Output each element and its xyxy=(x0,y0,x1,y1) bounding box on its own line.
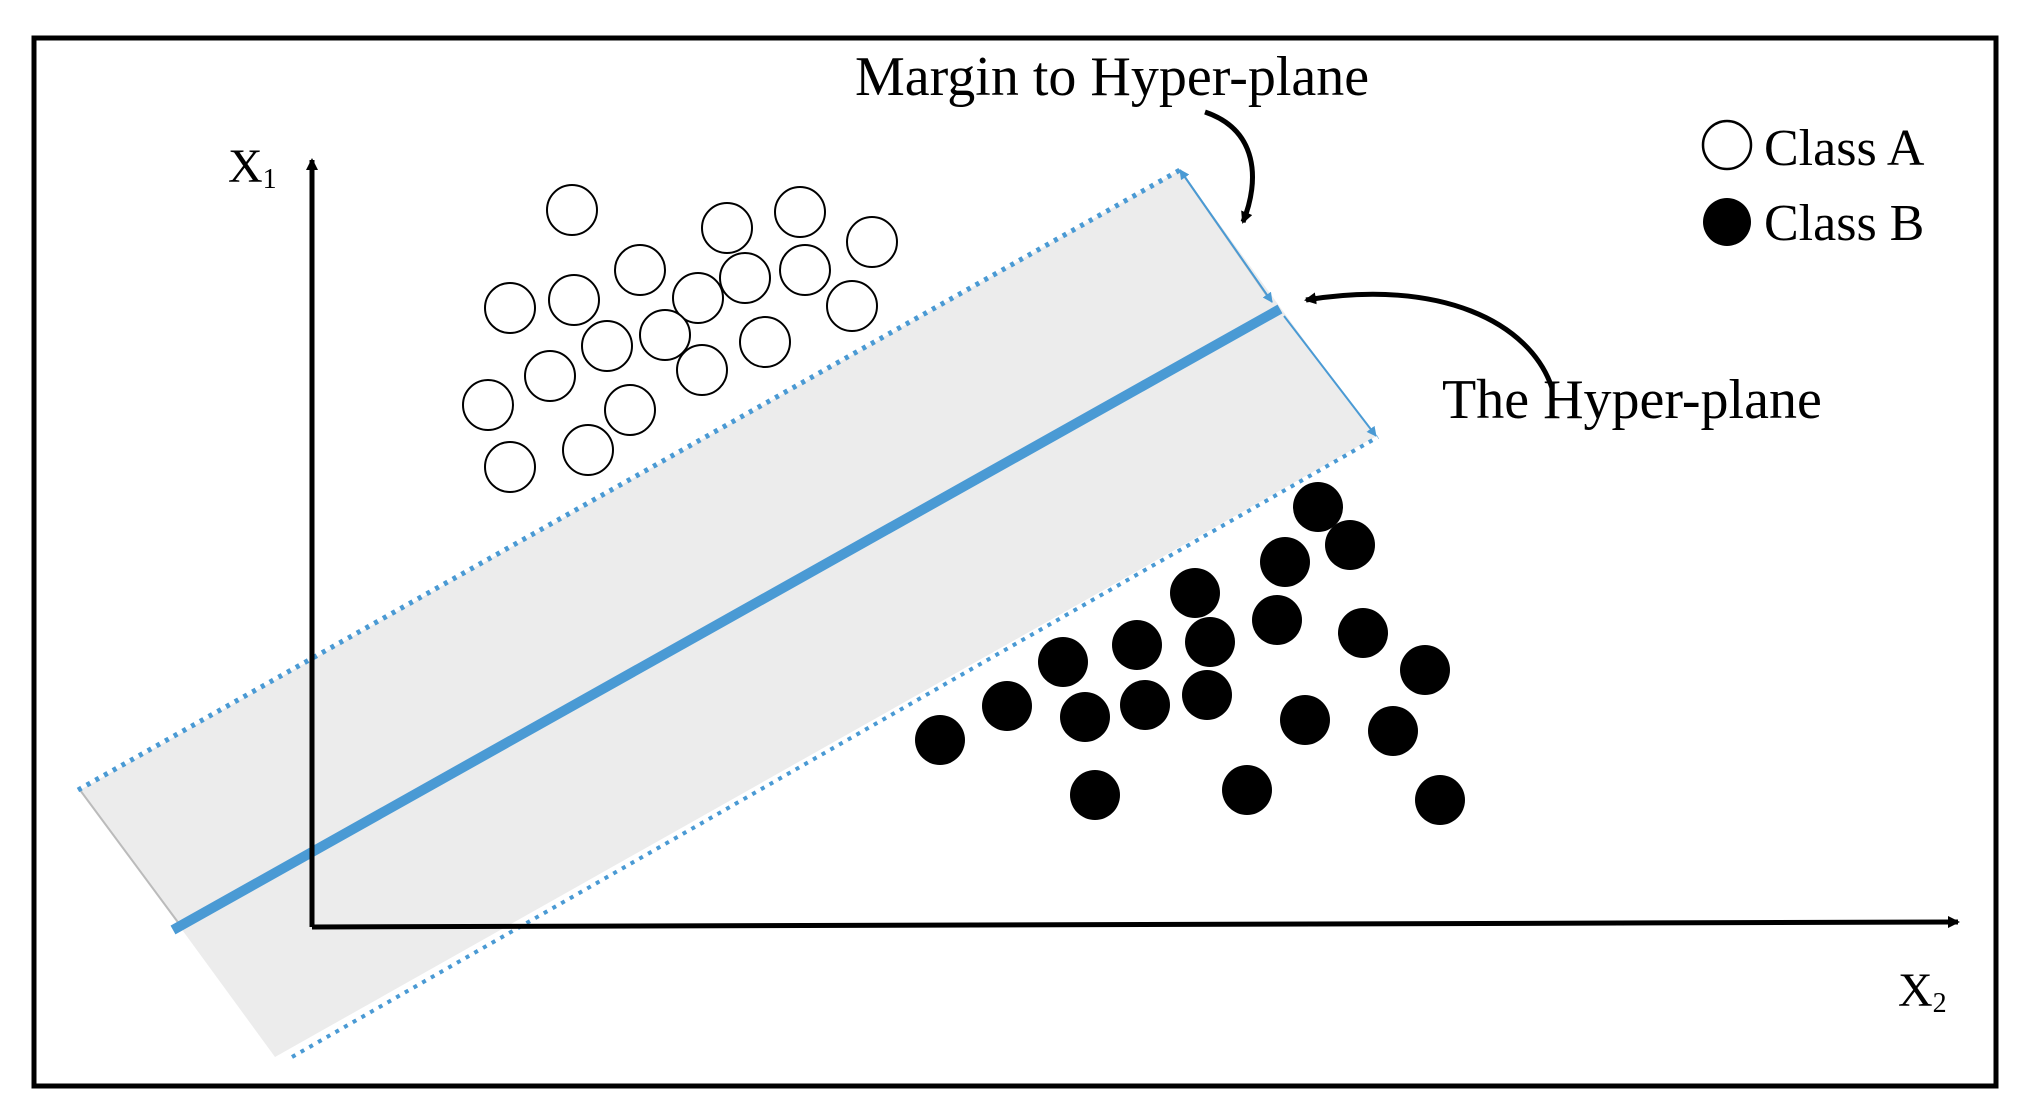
class-a-point xyxy=(546,184,598,236)
class-b-point xyxy=(1338,608,1388,658)
x1-axis-label: X1 xyxy=(228,140,277,195)
class-a-point xyxy=(826,280,878,332)
class-a-point xyxy=(524,350,576,402)
legend: Class A Class B xyxy=(1701,119,1925,252)
class-a-point xyxy=(484,282,536,334)
class-a-point xyxy=(548,274,600,326)
class-a-points xyxy=(462,184,898,493)
margin-label-arrow xyxy=(1204,109,1255,224)
class-b-point xyxy=(915,715,965,765)
class-a-point xyxy=(739,316,791,368)
x2-axis xyxy=(311,916,1960,930)
class-a-point xyxy=(462,379,514,431)
class-b-point xyxy=(1070,770,1120,820)
class-b-point xyxy=(982,681,1032,731)
class-a-point xyxy=(639,309,691,361)
hyperplane-label-arrow xyxy=(1304,291,1555,389)
class-b-point xyxy=(1112,620,1162,670)
class-b-point xyxy=(1120,680,1170,730)
class-a-point xyxy=(719,252,771,304)
class-b-point xyxy=(1222,765,1272,815)
class-b-points xyxy=(915,482,1465,825)
class-b-point xyxy=(1260,537,1310,587)
legend-class-b: Class B xyxy=(1764,195,1924,252)
lower-margin-line xyxy=(291,435,1379,1059)
class-a-point xyxy=(774,186,826,238)
class-b-point xyxy=(1280,695,1330,745)
class-b-point xyxy=(1415,775,1465,825)
hollow-circle-icon xyxy=(1701,119,1753,171)
margin-band-edge-left xyxy=(79,789,181,926)
class-b-point xyxy=(1400,645,1450,695)
class-a-point xyxy=(562,424,614,476)
class-a-point xyxy=(846,216,898,268)
class-b-point xyxy=(1293,482,1343,532)
class-b-point xyxy=(1060,692,1110,742)
class-a-point xyxy=(484,441,536,493)
class-b-point xyxy=(1038,637,1088,687)
class-a-point xyxy=(581,320,633,372)
class-b-point xyxy=(1170,568,1220,618)
class-b-point xyxy=(1368,706,1418,756)
class-b-point xyxy=(1182,670,1232,720)
class-a-point xyxy=(779,244,831,296)
hyperplane-label: The Hyper-plane xyxy=(1442,369,1822,431)
class-a-point xyxy=(614,244,666,296)
class-b-point xyxy=(1325,520,1375,570)
filled-circle-icon xyxy=(1703,198,1751,246)
margin-width-arrow-lower xyxy=(1283,315,1377,437)
class-a-point xyxy=(672,272,724,324)
x2-axis-label: X2 xyxy=(1898,964,1947,1019)
legend-class-a: Class A xyxy=(1764,120,1925,177)
class-b-point xyxy=(1185,617,1235,667)
hyperplane-line xyxy=(170,304,1283,935)
class-a-point xyxy=(604,384,656,436)
class-a-point xyxy=(676,344,728,396)
margin-width-arrow-upper xyxy=(1179,169,1273,303)
class-b-point xyxy=(1252,595,1302,645)
class-a-point xyxy=(701,202,753,254)
upper-margin-line xyxy=(76,167,1182,793)
margin-label: Margin to Hyper-plane xyxy=(855,46,1369,108)
